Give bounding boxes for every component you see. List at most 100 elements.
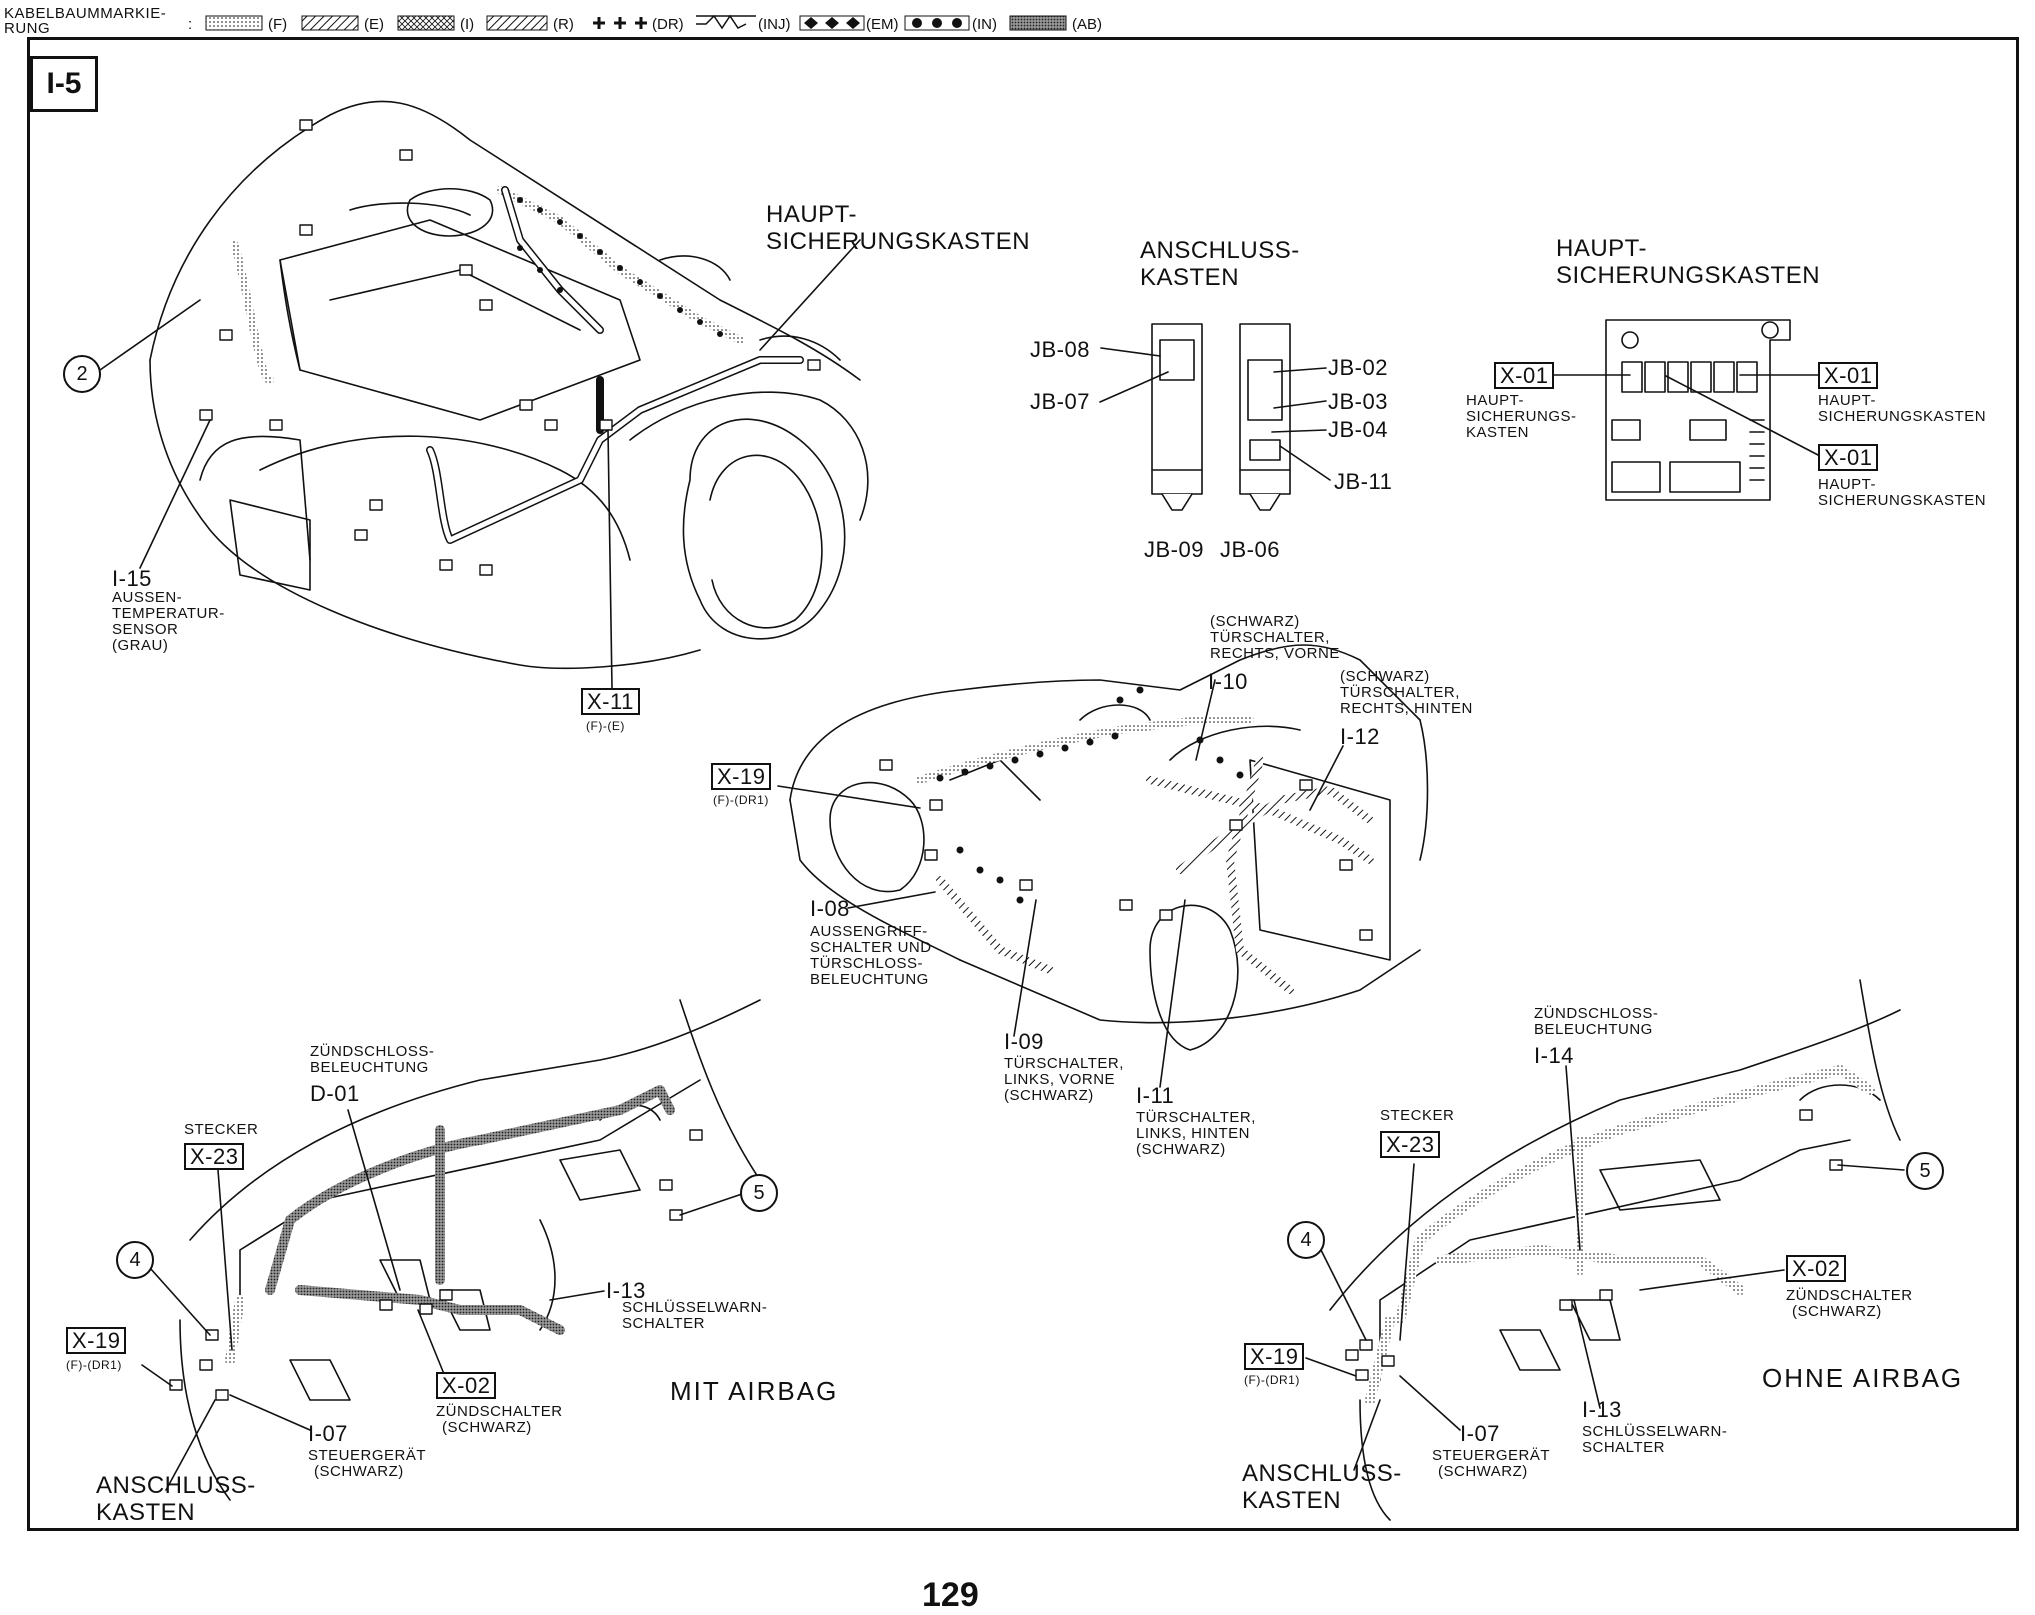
leader-i10 <box>1195 679 1216 761</box>
leader-ak-left <box>165 1399 216 1491</box>
label-anschlusskasten-right: ANSCHLUSS- KASTEN <box>1242 1460 1402 1514</box>
label-x02-right: X-02 <box>1786 1255 1847 1282</box>
leader-i14 <box>1565 1065 1581 1251</box>
label-jb04: JB-04 <box>1328 417 1388 442</box>
leader-d01 <box>347 1109 401 1291</box>
label-haupt-engine: HAUPT- SICHERUNGSKASTEN <box>766 201 1031 255</box>
label-x19-body: X-19 <box>711 763 772 790</box>
label-i13-right-desc: SCHLÜSSELWARN- SCHALTER <box>1582 1423 1728 1456</box>
label-i12-desc: (SCHWARZ) TÜRSCHALTER, RECHTS, HINTEN <box>1340 668 1473 717</box>
legend-code-ab: (AB) <box>1072 16 1102 33</box>
legend-swatch-in <box>904 15 970 31</box>
leader-i09 <box>1013 899 1037 1037</box>
label-x19-left-sub: (F)-(DR1) <box>66 1358 122 1372</box>
title-ohne-airbag: OHNE AIRBAG <box>1762 1363 1964 1393</box>
dash-right-drawing <box>1329 979 1901 1521</box>
leader-jb03 <box>1273 400 1327 409</box>
label-i08-code: I-08 <box>810 896 850 921</box>
label-i09-code: I-09 <box>1004 1029 1044 1054</box>
label-i07-left-desc: STEUERGERÄT (SCHWARZ) <box>308 1447 427 1480</box>
page-number: 129 <box>922 1576 979 1614</box>
label-x19-body-sub: (F)-(DR1) <box>713 793 769 807</box>
label-x11: X-11 <box>581 688 640 715</box>
legend-title: KABELBAUMMARKIE- RUNG <box>4 5 167 37</box>
legend-swatch-i <box>397 15 455 31</box>
label-stecker-left: STECKER <box>184 1121 259 1138</box>
callout-4-left: 4 <box>116 1241 154 1279</box>
label-x19-left: X-19 <box>66 1327 127 1354</box>
label-fuse-box-title: HAUPT- SICHERUNGSKASTEN <box>1556 235 1821 289</box>
leader-i07-right <box>1399 1375 1461 1431</box>
legend-swatch-em <box>799 15 865 31</box>
legend-code-em: (EM) <box>866 16 899 33</box>
harness-legend: KABELBAUMMARKIE- RUNG : (F) (E) (I) (R) … <box>0 0 2035 48</box>
leader-x23-left <box>217 1169 233 1351</box>
label-i11-code: I-11 <box>1136 1083 1175 1108</box>
label-stecker-right: STECKER <box>1380 1107 1455 1124</box>
callout-5-right: 5 <box>1906 1152 1944 1190</box>
label-jb11: JB-11 <box>1334 469 1393 494</box>
dash-left-connectors <box>169 1129 703 1401</box>
legend-code-in: (IN) <box>972 16 997 33</box>
label-junction-box-title: ANSCHLUSS- KASTEN <box>1140 237 1300 291</box>
dash-right-harness <box>1365 1065 1875 1405</box>
label-i07-left-code: I-07 <box>308 1421 348 1446</box>
label-i13-left-desc: SCHLÜSSELWARN- SCHALTER <box>622 1299 768 1332</box>
leader-x19-body <box>777 785 921 809</box>
label-d01-code: D-01 <box>310 1081 360 1106</box>
leader-jb08 <box>1100 347 1161 357</box>
legend-swatch-dr <box>593 17 647 29</box>
label-jb02: JB-02 <box>1328 355 1388 380</box>
leader-ak-right <box>1353 1399 1381 1471</box>
legend-code-i: (I) <box>460 16 475 33</box>
legend-swatch-inj <box>696 14 756 30</box>
car-connectors <box>879 759 1373 941</box>
label-i11-desc: TÜRSCHALTER, LINKS, HINTEN (SCHWARZ) <box>1136 1109 1256 1158</box>
leader-c5-right <box>1837 1164 1905 1171</box>
label-i07-right-desc: STEUERGERÄT (SCHWARZ) <box>1432 1447 1551 1480</box>
engine-harness-highlight <box>427 187 803 543</box>
dash-left-harness <box>225 1085 675 1365</box>
legend-swatches <box>205 14 1067 31</box>
legend-swatch-f <box>205 15 263 31</box>
label-jb07: JB-07 <box>1030 389 1090 414</box>
leader-jb04 <box>1271 429 1327 433</box>
dash-right-connectors <box>1345 1109 1843 1381</box>
leader-i11 <box>1159 899 1186 1088</box>
label-i07-right-code: I-07 <box>1460 1421 1500 1446</box>
label-i12-code: I-12 <box>1340 724 1380 749</box>
label-x01-right: X-01 <box>1818 362 1879 389</box>
label-i14-desc: ZÜNDSCHLOSS- BELEUCHTUNG <box>1534 1005 1659 1038</box>
label-x11-sub: (F)-(E) <box>586 719 625 733</box>
label-x19-right-sub: (F)-(DR1) <box>1244 1373 1300 1387</box>
callout-2: 2 <box>63 355 101 393</box>
callout-4-right: 4 <box>1287 1221 1325 1259</box>
leader-haupt-engine <box>759 239 861 351</box>
label-jb09: JB-09 <box>1144 537 1204 562</box>
fuse-box-drawing <box>1605 319 1791 501</box>
label-i13-left-code: I-13 <box>606 1278 646 1303</box>
label-x23-left: X-23 <box>184 1143 245 1170</box>
label-i13-right-code: I-13 <box>1582 1397 1622 1422</box>
legend-code-inj: (INJ) <box>758 16 791 33</box>
leader-i07-left <box>229 1394 311 1431</box>
label-x01-left: X-01 <box>1494 362 1555 389</box>
leader-i13-left <box>549 1290 605 1301</box>
label-anschlusskasten-left: ANSCHLUSS- KASTEN <box>96 1472 256 1526</box>
label-i10-desc: (SCHWARZ) TÜRSCHALTER, RECHTS, VORNE <box>1210 613 1340 662</box>
title-mit-airbag: MIT AIRBAG <box>670 1376 839 1406</box>
label-x01-left-desc: HAUPT- SICHERUNGS- KASTEN <box>1466 392 1577 441</box>
label-i15-code: I-15 <box>112 566 152 591</box>
car-harness-dots <box>936 686 1244 904</box>
label-x02-left-desc: ZÜNDSCHALTER (SCHWARZ) <box>436 1403 563 1436</box>
legend-code-e: (E) <box>364 16 384 33</box>
leader-c5-left <box>679 1193 743 1216</box>
legend-swatch-ab <box>1009 15 1067 31</box>
callout-5-left: 5 <box>740 1174 778 1212</box>
label-x01-lower: X-01 <box>1818 444 1879 471</box>
leader-i15 <box>139 419 211 569</box>
leader-jb11 <box>1279 445 1331 481</box>
page-label: I-5 <box>30 56 98 112</box>
leader-callout-2 <box>99 299 201 371</box>
leader-x11 <box>607 429 613 689</box>
